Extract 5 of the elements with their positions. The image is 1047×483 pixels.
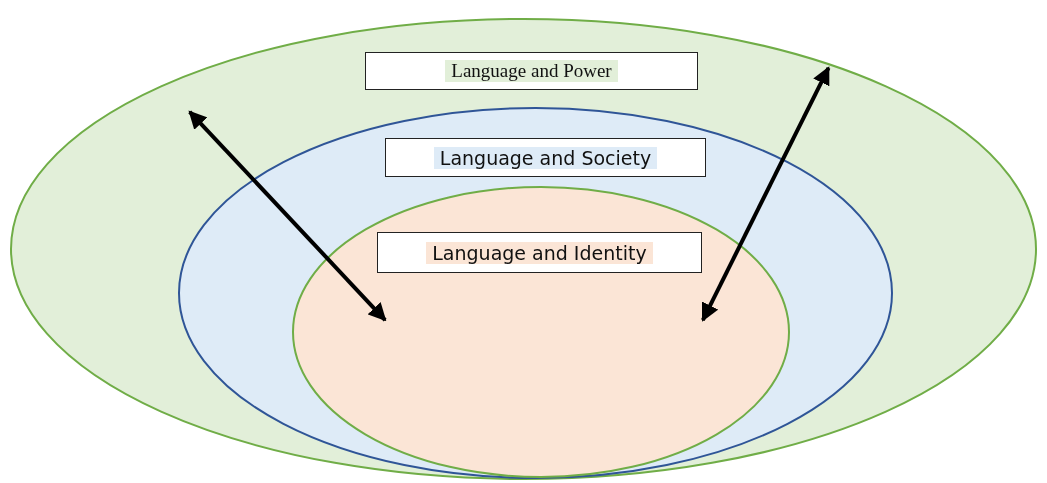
double-arrow (701, 66, 831, 322)
double-arrow (188, 110, 387, 322)
region-title: Language and Identity (426, 241, 653, 264)
region-title: Language and Society (433, 146, 658, 169)
region-title: Language and Power (445, 60, 618, 82)
